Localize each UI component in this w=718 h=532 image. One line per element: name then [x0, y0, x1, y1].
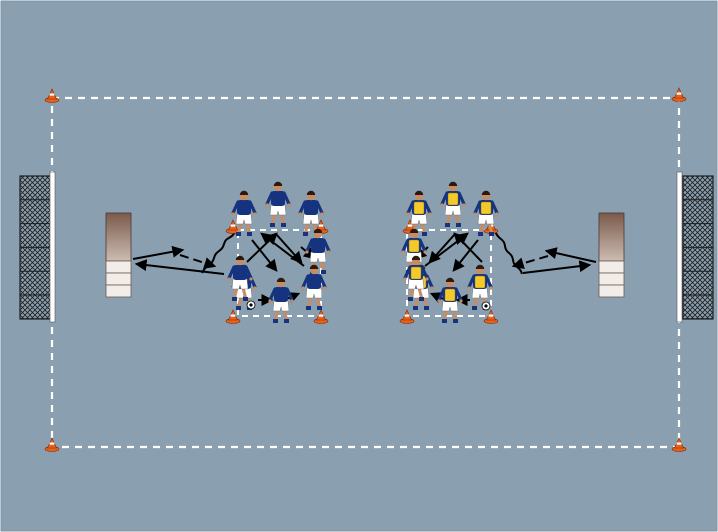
pass-arrow	[132, 245, 185, 260]
dribble-path	[494, 230, 523, 275]
run-arrow	[179, 254, 217, 269]
cone	[313, 309, 329, 324]
pass-arrow	[544, 247, 597, 263]
playing-area-boundary	[50, 96, 681, 449]
dribble-path	[201, 229, 237, 274]
cone	[44, 437, 60, 452]
balls	[246, 300, 491, 311]
cones	[44, 87, 687, 452]
player-yellow-bib	[473, 190, 499, 236]
player-blue	[301, 264, 327, 310]
ball	[481, 301, 491, 311]
pass-arrow	[424, 232, 469, 267]
cone	[671, 437, 687, 452]
pass-arrow	[452, 239, 479, 272]
player-blue	[268, 277, 294, 323]
cone	[671, 87, 687, 102]
pass-arrow	[275, 233, 303, 264]
pass-arrow	[134, 259, 225, 275]
cone	[399, 309, 415, 324]
player-blue	[265, 181, 291, 227]
pass-arrow	[260, 232, 305, 267]
cone	[225, 219, 241, 234]
players	[227, 181, 499, 323]
pass-arrow	[428, 233, 456, 264]
rebounder-left	[105, 212, 132, 298]
pass-arrow	[251, 239, 278, 272]
ball	[246, 300, 256, 310]
player-yellow-bib	[437, 277, 463, 323]
player-yellow-bib	[440, 181, 466, 227]
player-blue	[231, 190, 257, 236]
goal-left	[19, 171, 56, 323]
player-yellow-bib	[467, 264, 493, 310]
rebounder-right	[598, 212, 625, 298]
cone	[225, 309, 241, 324]
goal-right	[676, 171, 714, 323]
player-blue	[227, 255, 253, 301]
player-yellow-bib	[406, 190, 432, 236]
player-yellow-bib	[403, 255, 429, 301]
cone	[483, 309, 499, 324]
pass-arrow	[522, 260, 592, 274]
run-arrow	[511, 255, 549, 270]
cone	[44, 88, 60, 103]
